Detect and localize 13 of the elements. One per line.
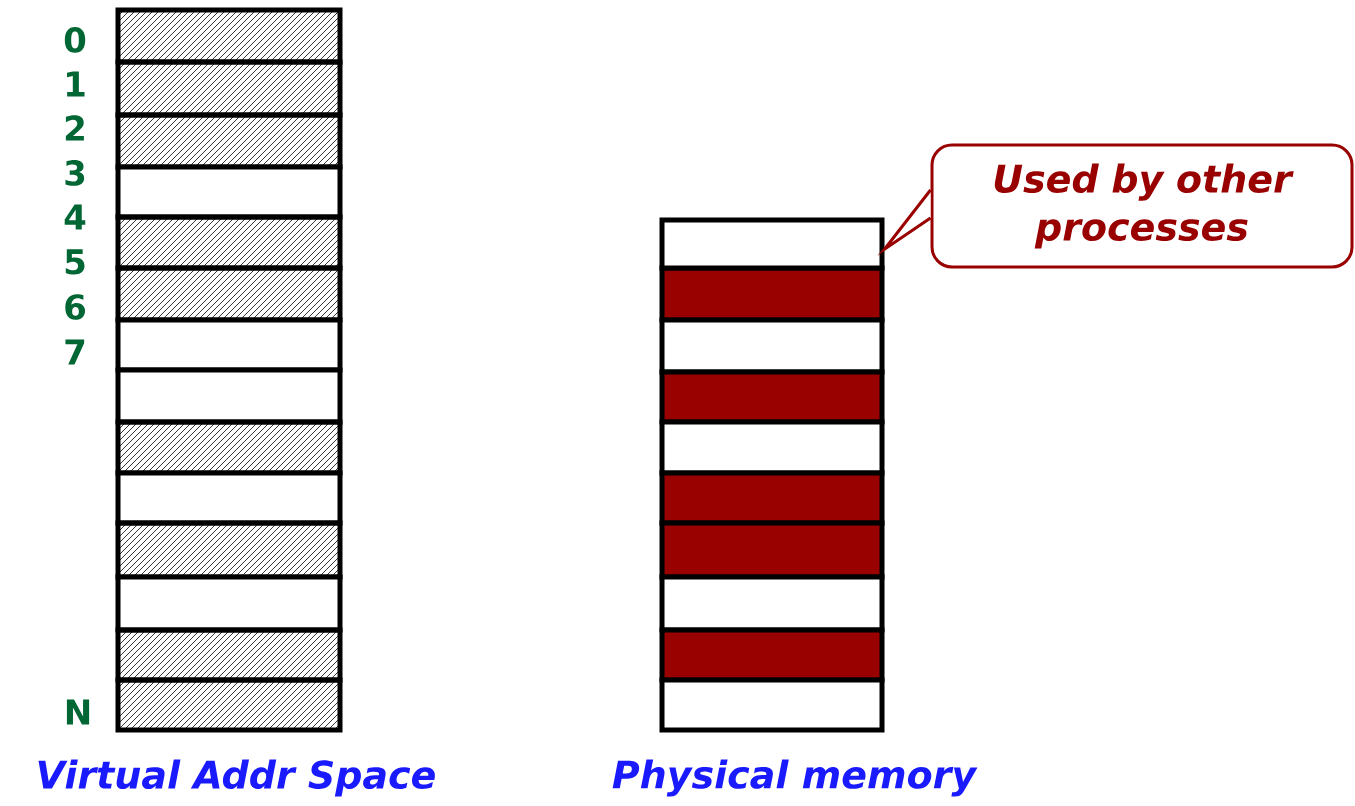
row-number: 6 [65, 294, 85, 320]
row-number: 3 [65, 160, 85, 186]
row-number: 7 [65, 339, 85, 365]
callout-pointer [877, 188, 932, 256]
row-number: 0 [64, 27, 86, 53]
row-number: 5 [65, 249, 85, 275]
row-number: 4 [64, 204, 86, 230]
row-number: N [66, 699, 90, 725]
row-number: 2 [65, 115, 84, 141]
callout-bubble: Used by other processes [930, 143, 1354, 269]
column-title: Physical memory [612, 759, 978, 797]
column-title: Virtual Addr Space [38, 759, 435, 797]
row-number: 1 [67, 71, 85, 97]
